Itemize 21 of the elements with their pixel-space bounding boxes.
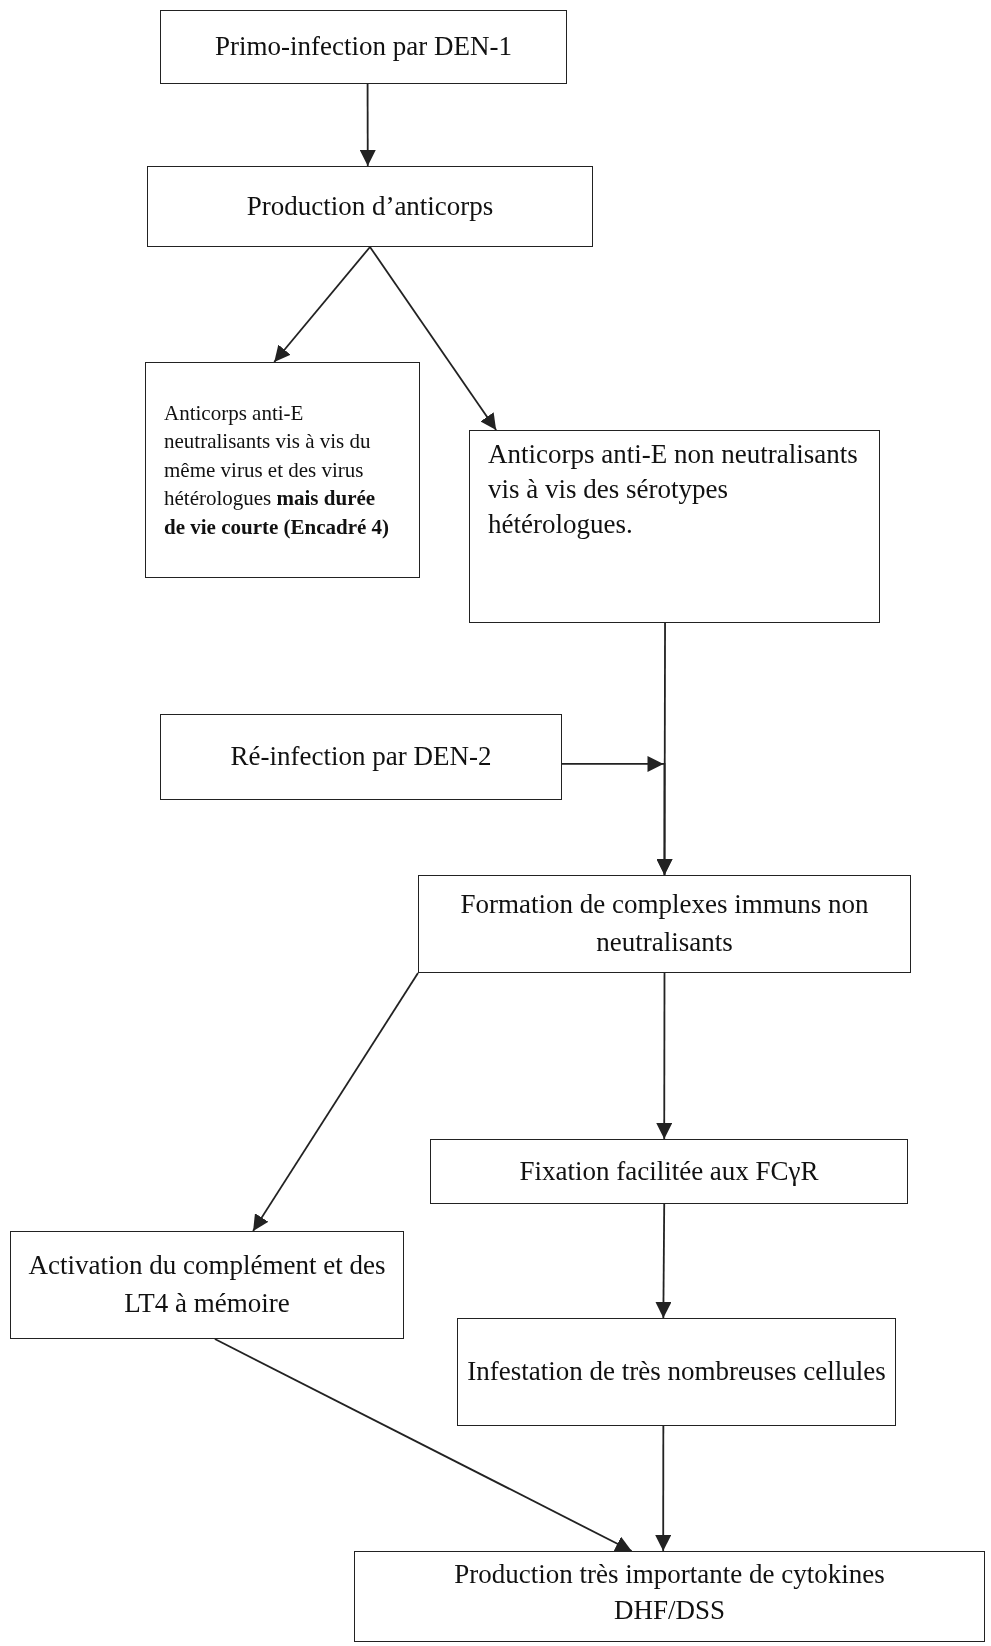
process-box bbox=[160, 10, 567, 84]
process-box bbox=[160, 714, 562, 800]
process-box bbox=[147, 166, 593, 247]
process-box bbox=[469, 430, 880, 623]
process-box bbox=[145, 362, 420, 578]
box-text: Anticorps anti-E neutralisants vis à vis du même virus et des virus hétérologues mais durée de vie courte (Encadré 4) bbox=[164, 400, 391, 541]
process-box bbox=[457, 1318, 896, 1426]
box-text: DHF/DSS bbox=[613, 1594, 725, 1628]
box-text: Activation du complément et des LT4 à mémoire bbox=[27, 1249, 387, 1320]
box-text: Fixation facilitée aux FCγR bbox=[519, 1154, 819, 1188]
process-box bbox=[418, 875, 911, 973]
box-text: Anticorps anti-E non neutralisants vis à vis des sérotypes hétérologues. bbox=[488, 438, 859, 542]
box-text: Production d’anticorps bbox=[246, 189, 494, 223]
process-box bbox=[430, 1139, 908, 1204]
process-box bbox=[354, 1551, 985, 1642]
box-text: Ré-infection par DEN-2 bbox=[230, 740, 492, 774]
box-text: Formation de complexes immuns non neutralisants bbox=[459, 888, 870, 959]
box-text: Primo-infection par DEN-1 bbox=[215, 30, 512, 64]
process-box bbox=[10, 1231, 404, 1339]
box-text: Infestation de très nombreuses cellules bbox=[467, 1355, 886, 1389]
box-text: Production très importante de cytokines bbox=[454, 1558, 885, 1591]
